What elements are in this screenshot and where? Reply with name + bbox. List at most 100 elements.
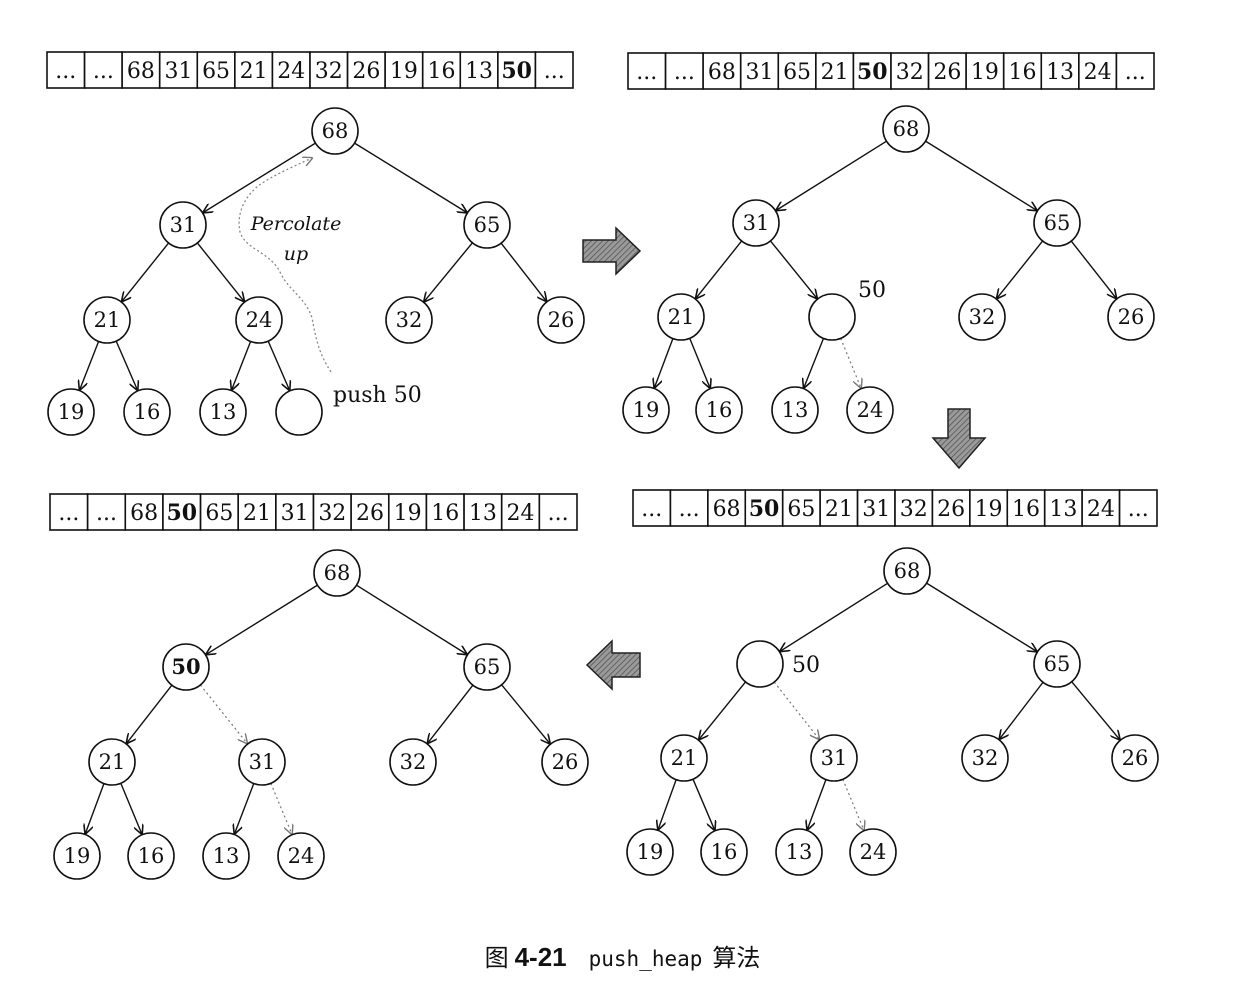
array-cell-value: 21	[825, 497, 853, 522]
heap-node: 31	[810, 734, 858, 782]
array-cell-value: 65	[783, 60, 811, 85]
heap-node: 24	[235, 296, 283, 344]
node-value: 31	[170, 213, 197, 237]
node-value: 13	[786, 840, 813, 864]
heap-node: 32	[385, 296, 433, 344]
array-cell-value: ...	[636, 60, 657, 85]
array-cell: 65	[196, 51, 236, 89]
node-value: 68	[322, 119, 349, 143]
array-cell-value: ...	[544, 59, 565, 84]
array-cell-value: ...	[548, 501, 569, 526]
node-value: 13	[210, 400, 237, 424]
tree-edge	[501, 684, 550, 744]
array-cell: 32	[309, 51, 349, 89]
array-cell: 21	[819, 489, 859, 527]
heap-node: 31	[238, 738, 286, 786]
array-cell: 50	[744, 489, 784, 527]
tree-edge	[115, 340, 137, 390]
heap-node: 31	[732, 199, 780, 247]
pushed-value-label: 50	[792, 653, 820, 678]
node-value: 21	[99, 750, 126, 774]
array-cell: 65	[199, 493, 240, 531]
array-cell: ...	[534, 51, 574, 89]
node-value: 50	[171, 654, 200, 679]
tree-edge	[127, 684, 173, 743]
heap-node: 65	[463, 643, 511, 691]
array-cell: 26	[931, 489, 971, 527]
node-value: 16	[711, 840, 738, 864]
array-cell: 68	[121, 51, 161, 89]
heap-node: 21	[660, 734, 708, 782]
tree-edge	[776, 140, 887, 210]
array-cell: 21	[815, 52, 855, 90]
array-cell: ...	[49, 493, 89, 531]
heap-node: 16	[700, 828, 748, 876]
tree-edge	[654, 338, 674, 388]
array-cell: 21	[234, 51, 274, 89]
array-cell-value: 32	[900, 497, 928, 522]
tree-edge	[769, 240, 816, 298]
percolate-annotation: Percolate	[250, 213, 342, 235]
heap-node: 13	[202, 832, 250, 880]
node-value: 19	[637, 840, 664, 864]
array-cell-value: 16	[1012, 497, 1040, 522]
array-cell: ...	[86, 493, 127, 531]
array-cell: 68	[707, 489, 747, 527]
array-cell: ...	[669, 489, 709, 527]
node-value: 21	[94, 308, 121, 332]
array-cell-value: 32	[318, 501, 346, 526]
array-cell-value: 26	[356, 501, 384, 526]
array-cell: 68	[702, 52, 742, 90]
node-value: 65	[1044, 211, 1071, 235]
array-cell: 13	[1040, 52, 1080, 90]
heap-node: 19	[53, 832, 101, 880]
array-cell-value: 68	[127, 59, 155, 84]
array-cell: 24	[271, 51, 311, 89]
node-value: 19	[64, 844, 91, 868]
array-cell-value: ...	[58, 501, 79, 526]
node-value: 31	[743, 211, 770, 235]
tree-edge	[122, 242, 170, 301]
array-cell-value: 65	[205, 501, 233, 526]
percolate-annotation: up	[284, 243, 308, 265]
tree-edge	[842, 779, 864, 830]
heap-node: 13	[199, 388, 247, 436]
heap-node: 24	[846, 386, 894, 434]
array-cell: 19	[384, 51, 424, 89]
tree-edge	[354, 142, 467, 212]
node-value: 24	[288, 844, 315, 868]
node-value: 19	[633, 398, 660, 422]
caption-figure-label: 图	[484, 944, 509, 972]
node-value: 21	[668, 305, 695, 329]
node-value: 68	[894, 559, 921, 583]
node-value: 16	[706, 398, 733, 422]
array-cell-value: 26	[933, 60, 961, 85]
array-cell: 26	[346, 51, 386, 89]
array-cell-value: 50	[166, 500, 197, 526]
heap-node: 21	[83, 296, 131, 344]
array-cell: 31	[158, 51, 199, 89]
node-value: 26	[1118, 305, 1145, 329]
array-cell-value: 32	[315, 59, 343, 84]
tree-edge	[997, 240, 1044, 298]
array-cell: 24	[1078, 52, 1118, 90]
heap-node: 16	[695, 386, 743, 434]
heap-node: 65	[1033, 640, 1081, 688]
array-cell-value: 24	[1087, 497, 1115, 522]
tree-edge	[807, 779, 827, 830]
node-value: 13	[782, 398, 809, 422]
heap-node: 68	[882, 105, 930, 153]
array-cell-value: ...	[1128, 497, 1149, 522]
tree-edge	[120, 782, 142, 834]
array-cell: ...	[46, 51, 86, 89]
tree-edge	[840, 338, 861, 387]
node-value: 26	[1122, 746, 1149, 770]
tree-edge	[925, 140, 1037, 210]
array-cell-value: 50	[749, 496, 780, 522]
tree-edge	[428, 684, 474, 743]
heap-node: 65	[463, 201, 511, 249]
